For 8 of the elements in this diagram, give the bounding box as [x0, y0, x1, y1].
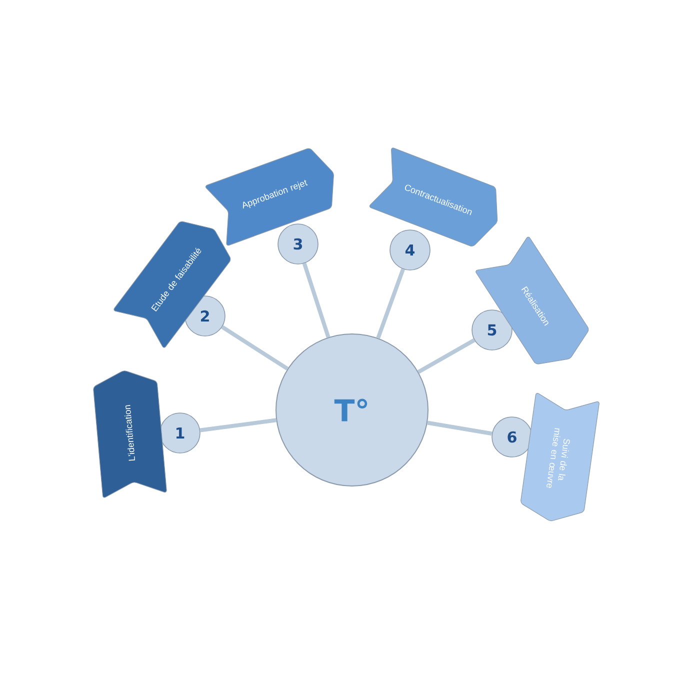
spoke-line	[221, 325, 289, 370]
spoke-line	[200, 418, 276, 432]
step-banner: L'identification	[93, 370, 167, 498]
spoke-line	[302, 262, 330, 338]
spoke-line	[427, 420, 492, 436]
spoke-line	[417, 338, 476, 374]
spoke-line	[376, 268, 405, 339]
step-banner: Suivi de la mise en œuvre	[520, 392, 600, 521]
